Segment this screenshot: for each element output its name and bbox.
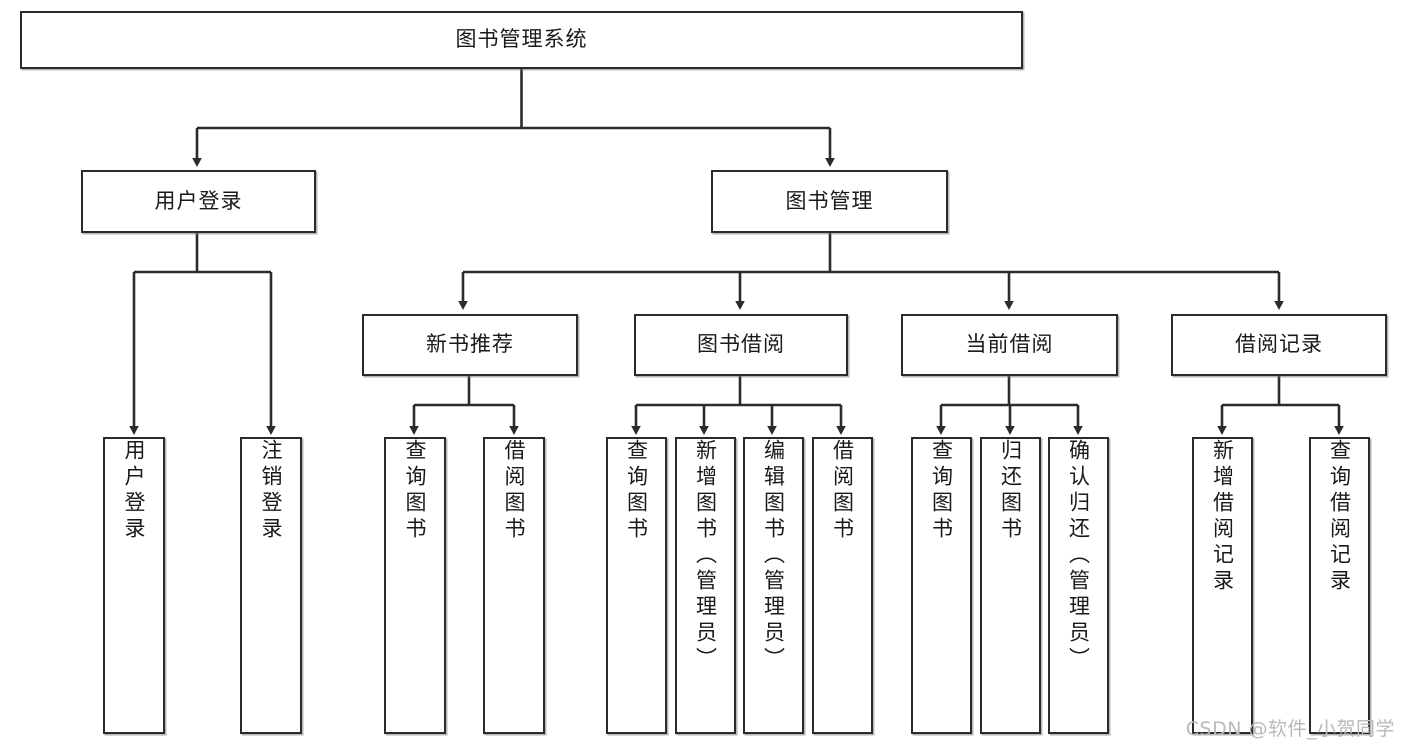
node-leaf-query-record-label: 查询借阅记录 — [1327, 439, 1352, 595]
node-current-borrow-label: 当前借阅 — [965, 332, 1054, 357]
node-book-borrow[interactable]: 图书借阅 — [634, 314, 848, 376]
node-user-login[interactable]: 用户登录 — [81, 170, 316, 233]
node-book-manage-label: 图书管理 — [785, 188, 874, 213]
node-leaf-query-book-1[interactable]: 查询图书 — [384, 437, 446, 734]
node-leaf-query-book-2[interactable]: 查询图书 — [606, 437, 667, 734]
node-leaf-query-book-1-label: 查询图书 — [403, 439, 428, 543]
node-root-label: 图书管理系统 — [455, 27, 588, 52]
node-user-login-label: 用户登录 — [154, 188, 243, 213]
node-leaf-query-book-3[interactable]: 查询图书 — [911, 437, 972, 734]
node-leaf-logout-login-label: 注销登录 — [259, 439, 284, 543]
node-root[interactable]: 图书管理系统 — [20, 11, 1023, 69]
node-leaf-return-book-label: 归还图书 — [998, 439, 1023, 543]
node-leaf-query-book-3-label: 查询图书 — [929, 439, 954, 543]
node-leaf-query-book-2-label: 查询图书 — [624, 439, 649, 543]
node-leaf-add-record-label: 新增借阅记录 — [1210, 439, 1235, 595]
node-leaf-confirm-return-label: 确认归还（管理员） — [1066, 439, 1091, 673]
node-leaf-query-record[interactable]: 查询借阅记录 — [1309, 437, 1370, 734]
node-leaf-add-book[interactable]: 新增图书（管理员） — [675, 437, 736, 734]
node-borrow-record[interactable]: 借阅记录 — [1171, 314, 1387, 376]
node-leaf-confirm-return[interactable]: 确认归还（管理员） — [1048, 437, 1109, 734]
node-leaf-logout-login[interactable]: 注销登录 — [240, 437, 302, 734]
node-current-borrow[interactable]: 当前借阅 — [901, 314, 1118, 376]
node-leaf-borrow-book-2[interactable]: 借阅图书 — [812, 437, 873, 734]
node-new-book-rec-label: 新书推荐 — [426, 332, 514, 357]
node-leaf-add-book-label: 新增图书（管理员） — [693, 439, 718, 673]
node-book-manage[interactable]: 图书管理 — [711, 170, 948, 233]
node-leaf-user-login-label: 用户登录 — [122, 439, 147, 543]
node-borrow-record-label: 借阅记录 — [1235, 332, 1323, 357]
node-book-borrow-label: 图书借阅 — [697, 332, 785, 357]
node-leaf-edit-book[interactable]: 编辑图书（管理员） — [743, 437, 804, 734]
node-new-book-rec[interactable]: 新书推荐 — [362, 314, 578, 376]
node-leaf-return-book[interactable]: 归还图书 — [980, 437, 1041, 734]
node-leaf-borrow-book-1-label: 借阅图书 — [502, 439, 527, 543]
node-leaf-add-record[interactable]: 新增借阅记录 — [1192, 437, 1253, 734]
node-leaf-borrow-book-2-label: 借阅图书 — [830, 439, 855, 543]
node-leaf-user-login[interactable]: 用户登录 — [103, 437, 165, 734]
node-leaf-borrow-book-1[interactable]: 借阅图书 — [483, 437, 545, 734]
node-leaf-edit-book-label: 编辑图书（管理员） — [761, 439, 786, 673]
